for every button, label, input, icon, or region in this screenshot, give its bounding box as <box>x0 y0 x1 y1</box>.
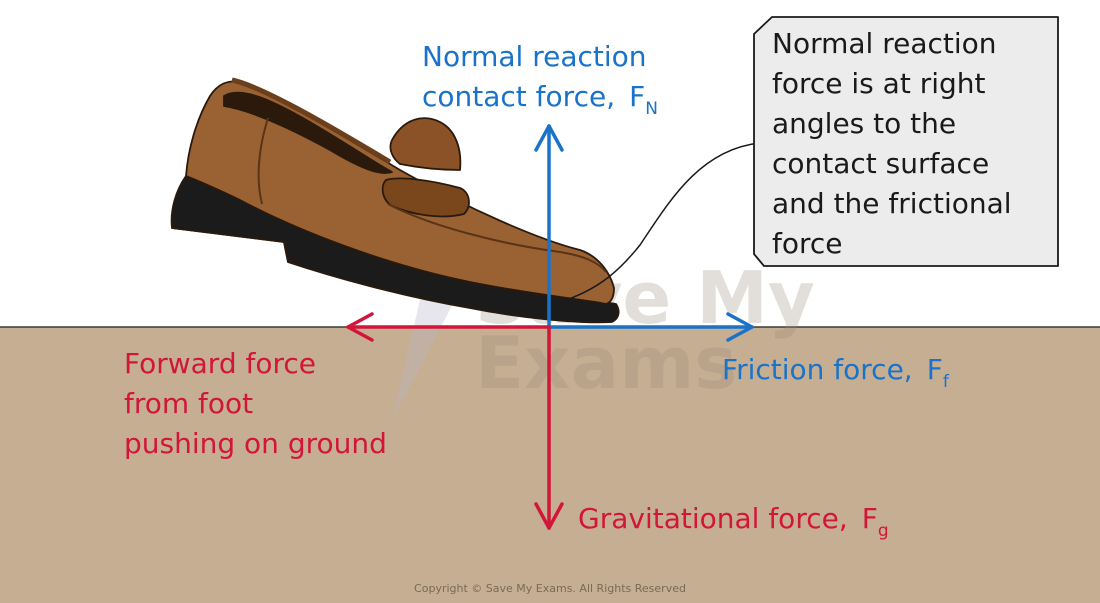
callout-box-shape <box>753 16 1059 267</box>
friction-force-arrow <box>547 312 754 342</box>
gravitational-force-label: Gravitational force, Fg <box>578 502 889 541</box>
watermark-logo <box>392 300 455 420</box>
callout-line1: Normal reaction <box>772 27 997 60</box>
gravity-subscript: g <box>878 521 889 541</box>
shoe-tongue <box>389 117 462 171</box>
forward-force-label: Forward force from foot pushing on groun… <box>124 347 387 460</box>
watermark-line2: Exams <box>475 321 737 405</box>
shoe-rim <box>231 77 392 165</box>
forward-label-line1: Forward force <box>124 347 316 380</box>
friction-force-label: Friction force, Ff <box>722 353 950 392</box>
shoe-strap <box>381 177 470 218</box>
normal-force-label: Normal reaction contact force, FN <box>422 40 658 119</box>
svg-text:contact force,FN: contact force, FN <box>422 80 658 119</box>
callout-line5: and the frictional <box>772 187 1012 220</box>
friction-subscript: f <box>943 372 950 392</box>
normal-symbol: F <box>629 80 645 113</box>
forward-label-line2: from foot <box>124 387 253 420</box>
normal-subscript: N <box>645 99 658 119</box>
gravitational-force-arrow <box>534 325 564 530</box>
shoe-seam <box>257 117 269 205</box>
loafer-shoe-icon <box>170 77 620 324</box>
normal-label-line2: contact force, <box>422 80 615 113</box>
forward-label-line3: pushing on ground <box>124 427 387 460</box>
callout-box: Normal reaction force is at right angles… <box>753 16 1059 267</box>
gravity-symbol: F <box>862 502 878 535</box>
shoe-opening <box>223 91 393 174</box>
forward-force-arrow <box>346 312 551 342</box>
callout-line2: force is at right <box>772 67 986 100</box>
copyright-notice: Copyright © Save My Exams. All Rights Re… <box>414 582 686 595</box>
shoe-vamp <box>387 203 607 273</box>
friction-symbol: F <box>927 353 943 386</box>
callout-line6: force <box>772 227 843 260</box>
shoe-heel <box>171 227 301 263</box>
callout-line3: angles to the <box>772 107 956 140</box>
normal-force-arrow <box>534 124 564 329</box>
callout-line4: contact surface <box>772 147 989 180</box>
friction-label-text: Friction force, <box>722 353 913 386</box>
normal-label-line1: Normal reaction <box>422 40 647 73</box>
gravity-label-text: Gravitational force, <box>578 502 848 535</box>
